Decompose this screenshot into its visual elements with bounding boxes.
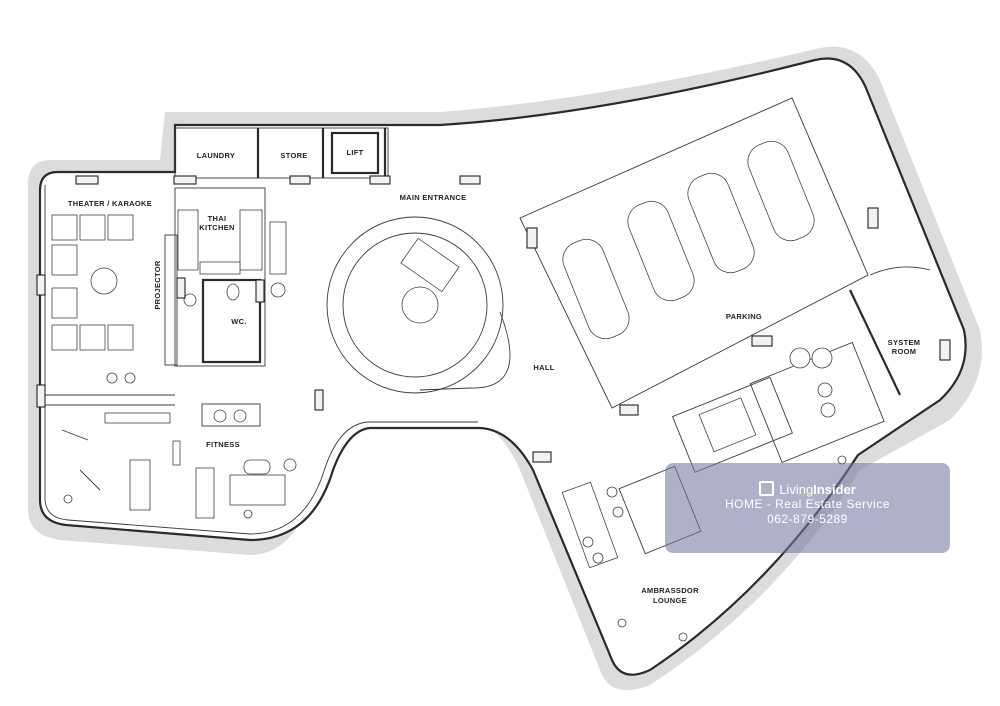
service-rooms [174,127,389,179]
label-lift: LIFT [346,148,363,157]
inner-wall-outline [44,185,478,535]
label-laundry: LAUNDRY [197,151,236,160]
label-hall: HALL [533,363,554,372]
watermark-service-text: HOME - Real Estate Service [724,497,891,511]
living-insider-logo-icon [759,481,775,496]
lounge-furniture [561,341,885,642]
label-ambassador-line1: AMBRASSDOR [641,586,699,595]
label-main-entrance: MAIN ENTRANCE [400,193,467,202]
theater-furniture [51,214,178,384]
label-projector: PROJECTOR [153,260,162,310]
label-system-room-line1: SYSTEM [888,338,921,347]
watermark-brand: LivingInsider [665,481,950,497]
fitness-equipment [45,394,297,519]
watermark-brand-a: Living [779,482,814,497]
label-store: STORE [280,151,307,160]
label-ambassador-line2: LOUNGE [653,596,687,605]
watermark-brand-b: Insider [813,482,856,497]
label-thai-kitchen-line1: THAI [208,214,227,223]
watermark-overlay: LivingInsider HOME - Real Estate Service… [665,463,950,553]
spiral-staircase [326,216,511,394]
label-system-room-line2: ROOM [892,347,917,356]
label-theater-karaoke: THEATER / KARAOKE [68,199,152,208]
label-wc: WC. [231,317,246,326]
label-parking: PARKING [726,312,762,321]
watermark-phone: 062-879-5289 [767,512,848,526]
parking-area [519,97,869,409]
label-thai-kitchen-line2: KITCHEN [199,223,234,232]
system-room-walls [849,266,931,396]
columns [36,175,951,463]
label-fitness: FITNESS [206,440,240,449]
kitchen-block [174,187,287,367]
